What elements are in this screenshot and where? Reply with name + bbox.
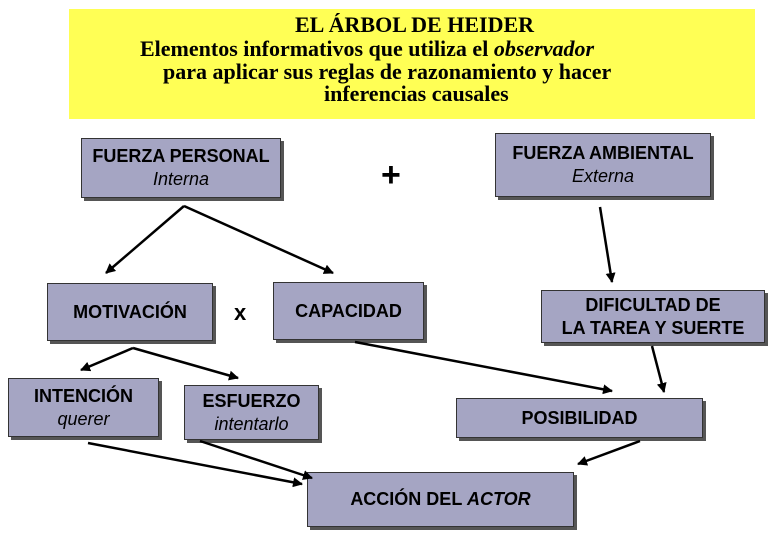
node-fuerza-personal: FUERZA PERSONAL Interna: [81, 138, 281, 198]
node-accion-label-a: ACCIÓN DEL: [350, 489, 467, 509]
banner-line-2: Elementos informativos que utiliza el ob…: [140, 37, 594, 61]
node-intencion: INTENCIÓN querer: [8, 378, 159, 437]
node-dificultad-line2: LA TAREA Y SUERTE: [561, 317, 745, 338]
arrow-motivacion-to-esfuerzo: [132, 346, 239, 381]
node-accion-del-actor: ACCIÓN DEL ACTOR: [307, 472, 574, 527]
node-fuerza-ambiental-label: FUERZA AMBIENTAL: [512, 143, 694, 163]
arrow-dificultad-to-posibilidad: [650, 345, 667, 393]
node-accion-label: ACCIÓN DEL ACTOR: [350, 488, 530, 511]
node-esfuerzo-label: ESFUERZO: [202, 390, 301, 411]
node-intencion-sub: querer: [57, 408, 110, 429]
arrow-motivacion-to-intencion: [80, 346, 134, 372]
banner-line-3: para aplicar sus reglas de razonamiento …: [163, 59, 612, 84]
node-fuerza-ambiental-sub: Externa: [571, 166, 635, 186]
node-accion-label-b: ACTOR: [467, 489, 531, 509]
arrow-personal-to-capacidad: [183, 204, 334, 275]
arrow-esfuerzo-to-accion: [199, 439, 313, 480]
banner-title: EL ÁRBOL DE HEIDER: [295, 12, 535, 37]
arrow-personal-to-motivacion: [105, 205, 185, 274]
node-motivacion-label: MOTIVACIÓN: [73, 301, 187, 322]
node-fuerza-personal-label: FUERZA PERSONAL: [92, 146, 270, 166]
node-capacidad-label: CAPACIDAD: [295, 300, 402, 321]
banner-line-4: inferencias causales: [324, 81, 509, 106]
banner-line-2-text: Elementos informativos que utiliza el: [140, 36, 494, 61]
node-dificultad-line1: DIFICULTAD DE: [585, 294, 721, 315]
node-fuerza-ambiental: FUERZA AMBIENTAL Externa: [495, 133, 711, 197]
node-posibilidad-label: POSIBILIDAD: [521, 407, 638, 428]
node-capacidad: CAPACIDAD: [273, 282, 424, 340]
arrow-ambiental-to-dificultad: [598, 206, 616, 283]
node-esfuerzo-sub: intentarlo: [214, 413, 289, 434]
title-banner: EL ÁRBOL DE HEIDER Elementos informativo…: [69, 9, 755, 119]
node-dificultad: DIFICULTAD DE LA TAREA Y SUERTE: [541, 290, 765, 343]
plus-operator: +: [381, 156, 401, 194]
times-operator: x: [234, 300, 247, 325]
node-intencion-label: INTENCIÓN: [34, 385, 133, 406]
arrow-capacidad-to-posibilidad: [354, 340, 613, 395]
node-esfuerzo: ESFUERZO intentarlo: [184, 385, 319, 440]
arrow-intencion-to-accion: [87, 441, 303, 488]
node-fuerza-personal-sub: Interna: [152, 169, 210, 189]
node-posibilidad: POSIBILIDAD: [456, 398, 703, 438]
arrow-posibilidad-to-accion: [577, 439, 641, 466]
node-motivacion: MOTIVACIÓN: [47, 283, 213, 341]
banner-observador: observador: [493, 36, 595, 61]
